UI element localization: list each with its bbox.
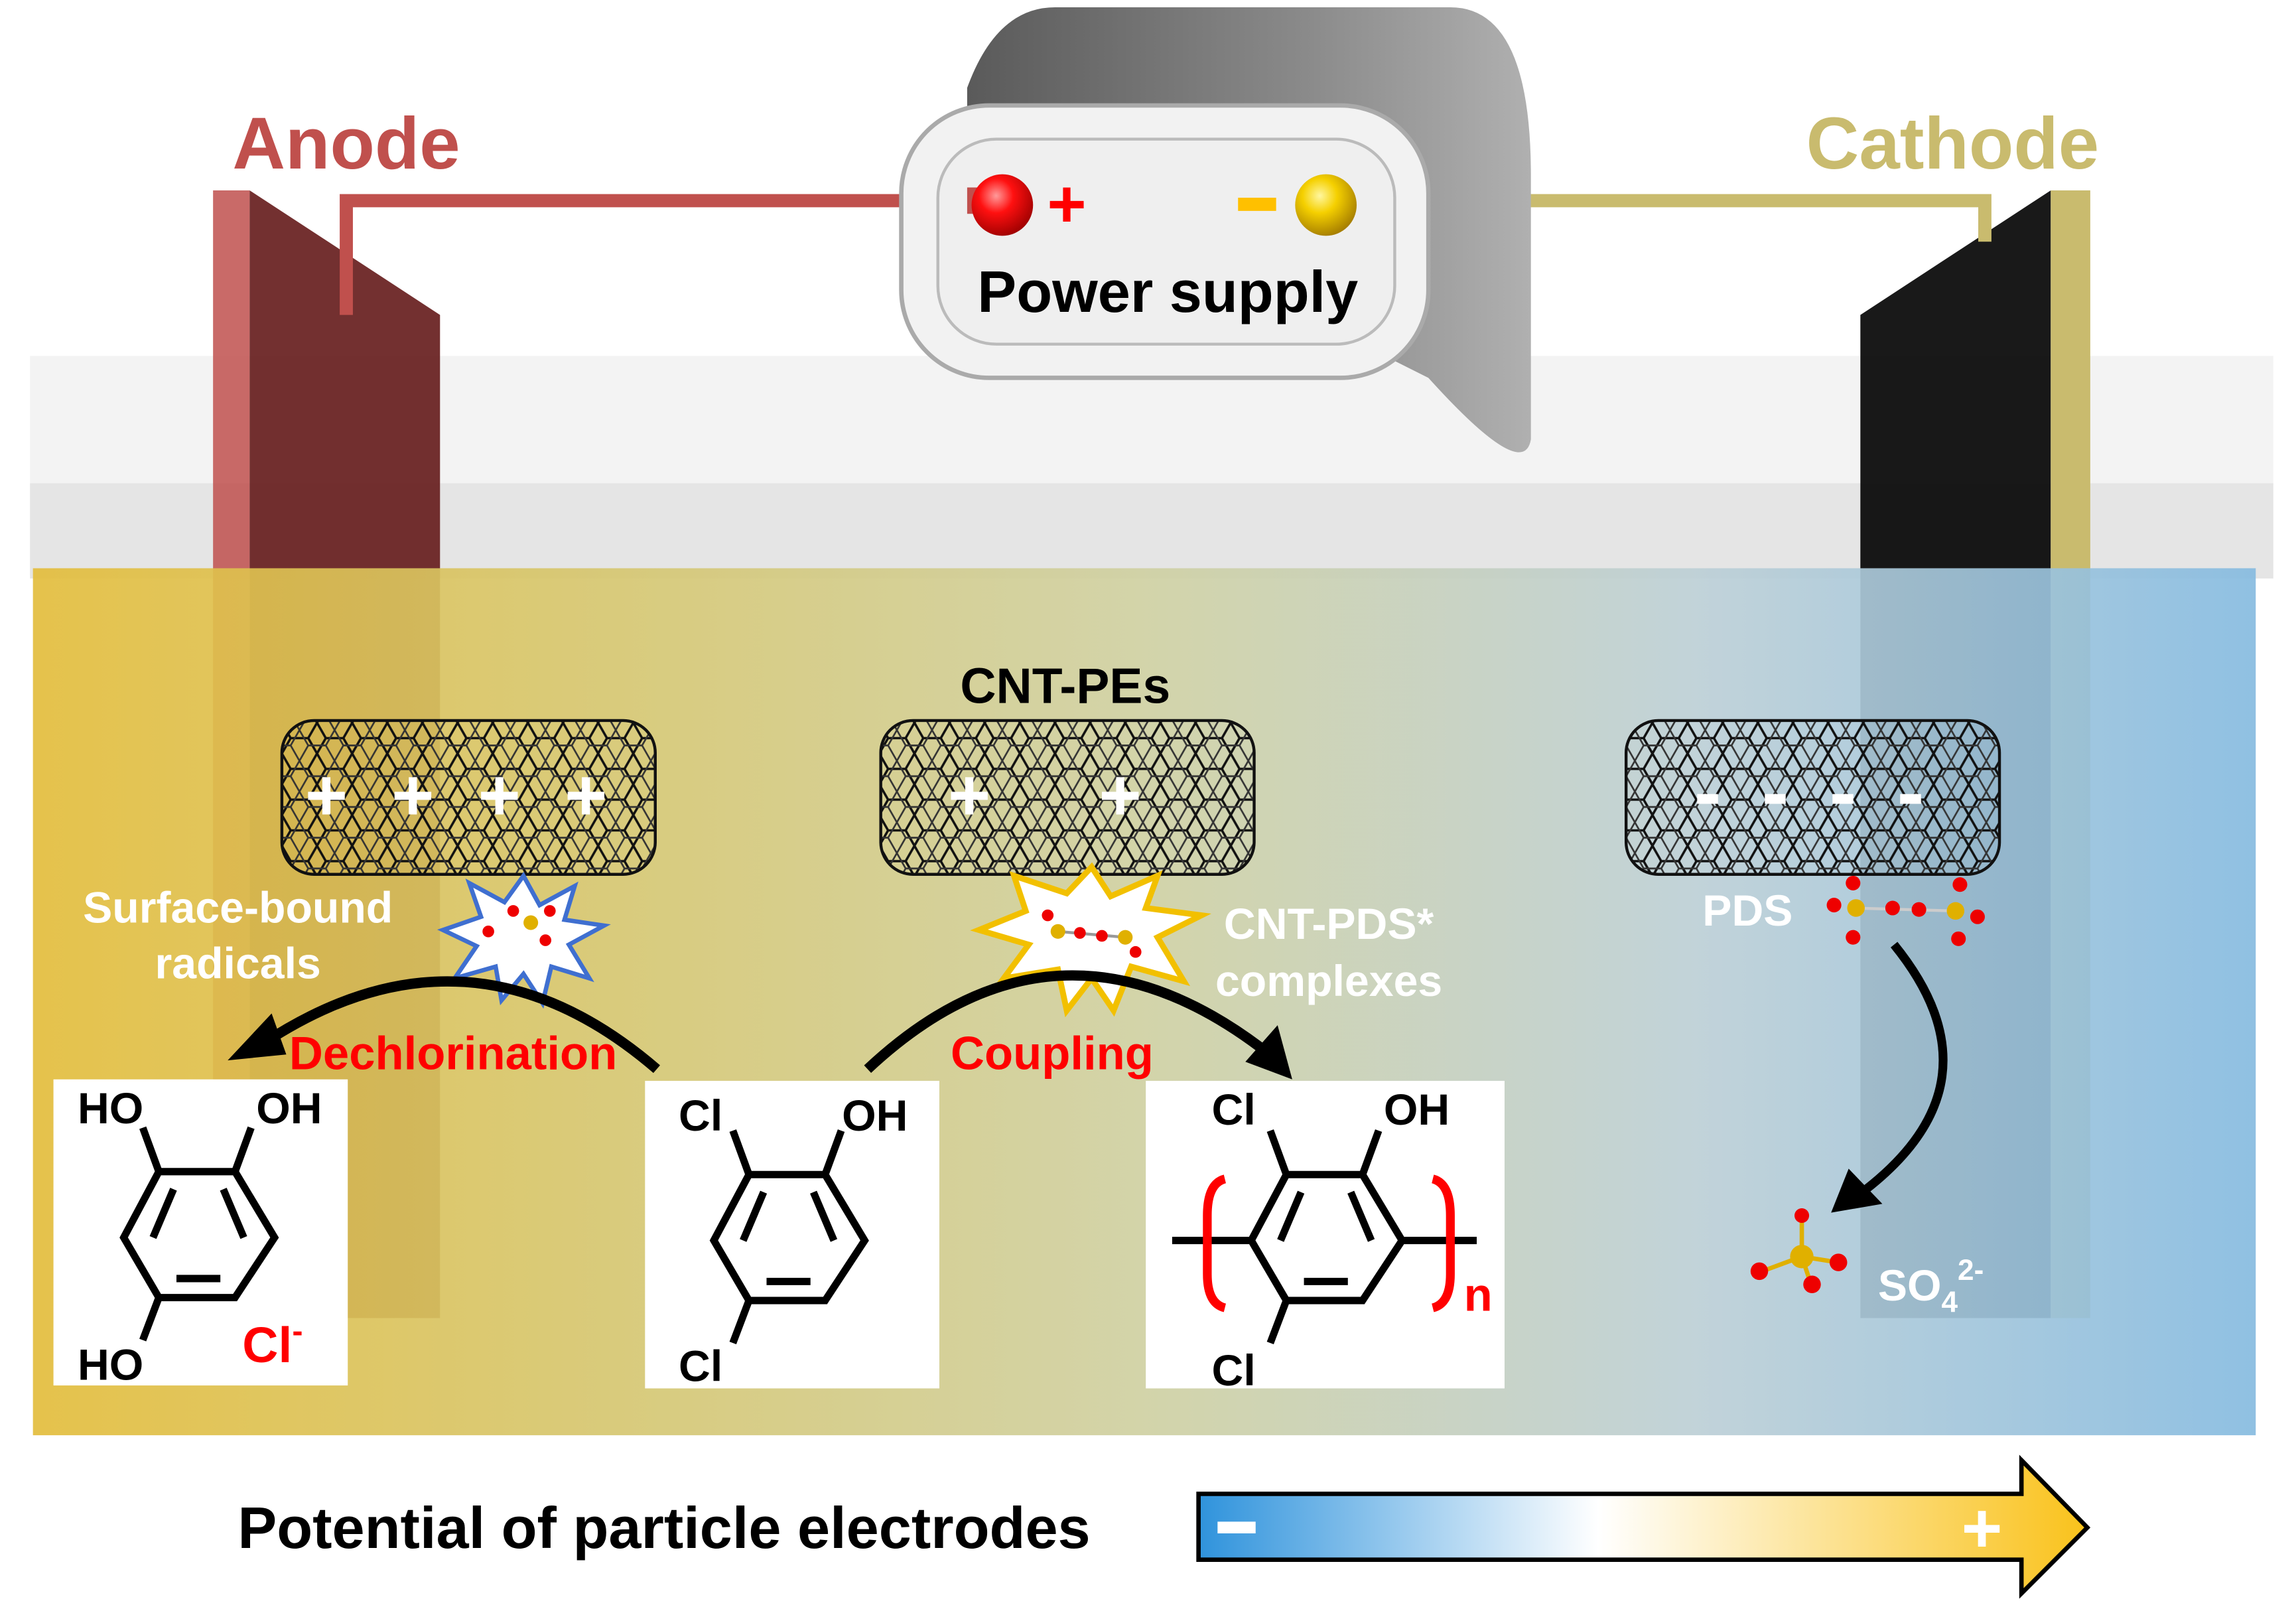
potential-gradient-arrow — [1196, 1454, 2091, 1599]
positive-charges-middle: + + — [948, 754, 1185, 836]
anode-wire — [340, 194, 997, 315]
sulfate-label: SO42- — [1878, 1254, 1984, 1319]
pds-decomposition-arrowhead — [1831, 1168, 1883, 1213]
pds-decomposition-arrow — [1857, 942, 1948, 1198]
ho-bottom-label: HO — [78, 1340, 143, 1389]
plus-sign: + — [1047, 166, 1086, 242]
radicals-label: radicals — [155, 939, 321, 988]
repeat-n-label: n — [1464, 1269, 1493, 1321]
coupling-label: Coupling — [951, 1026, 1154, 1079]
dechlorination-arrowhead — [228, 1013, 287, 1061]
cathode-wire — [1325, 194, 1992, 242]
surface-bound-label: Surface-bound — [83, 884, 393, 933]
cl-top-label: Cl — [679, 1091, 722, 1141]
anode-label: Anode — [232, 103, 460, 184]
cnt-middle — [879, 719, 1256, 876]
cl-bottom-label: Cl — [679, 1342, 722, 1391]
power-supply: + Power supply — [899, 7, 1531, 453]
oh-top-label: OH — [1384, 1086, 1450, 1135]
cnt-left — [280, 719, 657, 876]
positive-terminal — [971, 174, 1034, 236]
polymer-product-box: Cl OH Cl n — [1146, 1080, 1505, 1395]
negative-terminal — [1295, 174, 1357, 236]
radical-burst — [437, 871, 611, 1009]
ho-top-label: HO — [78, 1084, 143, 1133]
complexes-label: complexes — [1215, 957, 1442, 1006]
persulfate-molecule-radical — [482, 905, 556, 946]
sulfate-molecule — [1750, 1208, 1848, 1294]
pds-molecule — [1826, 875, 1985, 946]
dechlorination-arrow — [261, 976, 660, 1074]
cnt-pds-label: CNT-PDS* — [1224, 900, 1434, 949]
electrolyte — [33, 568, 2256, 1436]
scale-minus-sign — [1217, 1521, 1256, 1534]
coupling-arrow — [864, 970, 1263, 1073]
coupling-arrowhead — [1245, 1025, 1292, 1080]
dechlorination-label: Dechlorination — [289, 1026, 617, 1079]
persulfate-molecule-complex — [1042, 909, 1142, 958]
positive-charges-left: + + + + — [305, 754, 619, 836]
pds-label: PDS — [1702, 886, 1792, 936]
cl-bottom-label: Cl — [1212, 1346, 1256, 1395]
chloride-ion-label: Cl- — [242, 1313, 303, 1373]
right-bracket — [1431, 1174, 1455, 1312]
reactant-dichlorophenol-box: Cl OH Cl — [645, 1080, 939, 1391]
oh-top-label: OH — [256, 1084, 322, 1133]
scale-plus-sign: + — [1962, 1490, 2003, 1568]
cl-top-label: Cl — [1212, 1086, 1256, 1135]
product-hydroquinone-box: HO OH HO Cl- — [53, 1079, 348, 1389]
power-supply-label: Power supply — [977, 259, 1358, 324]
potential-scale-label: Potential of particle electrodes — [237, 1495, 1090, 1561]
negative-charges-right: - - - - — [1694, 746, 1933, 838]
cnt-pes-label: CNT-PEs — [960, 658, 1170, 713]
minus-sign — [1238, 197, 1276, 211]
oh-top-label: OH — [842, 1091, 908, 1141]
cnt-right — [1624, 719, 2001, 876]
cathode-label: Cathode — [1806, 103, 2099, 184]
left-bracket — [1203, 1174, 1227, 1312]
